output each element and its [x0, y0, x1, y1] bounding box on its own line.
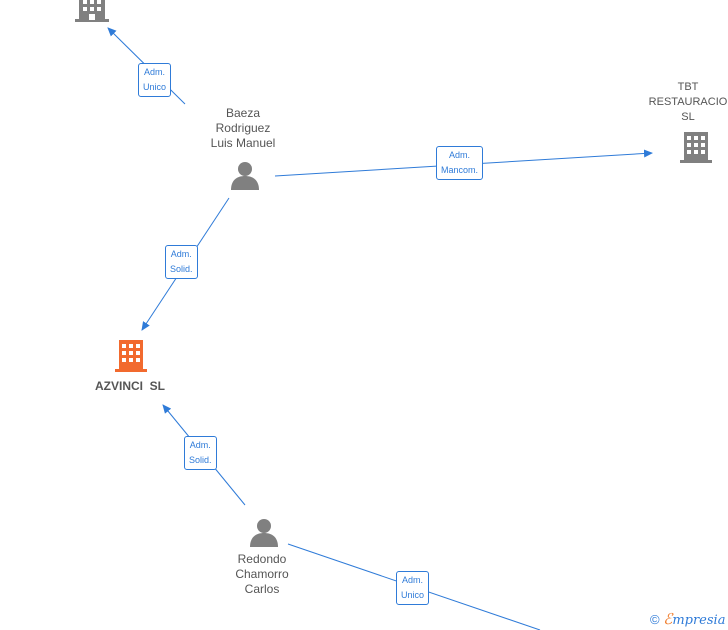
- edge-label-adm-unico[interactable]: Adm. Unico: [396, 571, 430, 605]
- copyright-icon: ©: [650, 612, 660, 627]
- person-icon: [231, 162, 259, 190]
- person-label-baeza[interactable]: Baeza Rodriguez Luis Manuel: [210, 106, 276, 150]
- empresia-logo: © ℰmpresia: [650, 610, 726, 628]
- edge-label-adm-mancom[interactable]: Adm. Mancom.: [436, 146, 484, 180]
- edge-label-adm-solid[interactable]: Adm. Solid.: [165, 245, 198, 279]
- edge-label-adm-unico[interactable]: Adm. Unico: [138, 63, 172, 97]
- building-icon: [680, 132, 712, 163]
- edge-label-adm-solid[interactable]: Adm. Solid.: [184, 436, 217, 470]
- building-icon: [75, 0, 109, 22]
- person-label-redondo[interactable]: Redondo Chamorro Carlos: [235, 552, 289, 596]
- company-label-azvinci[interactable]: AZVINCI SL: [94, 379, 165, 393]
- person-icon: [250, 519, 278, 547]
- company-label-tbt[interactable]: TBT RESTAURACIO SL: [648, 81, 728, 123]
- building-icon: [115, 340, 147, 372]
